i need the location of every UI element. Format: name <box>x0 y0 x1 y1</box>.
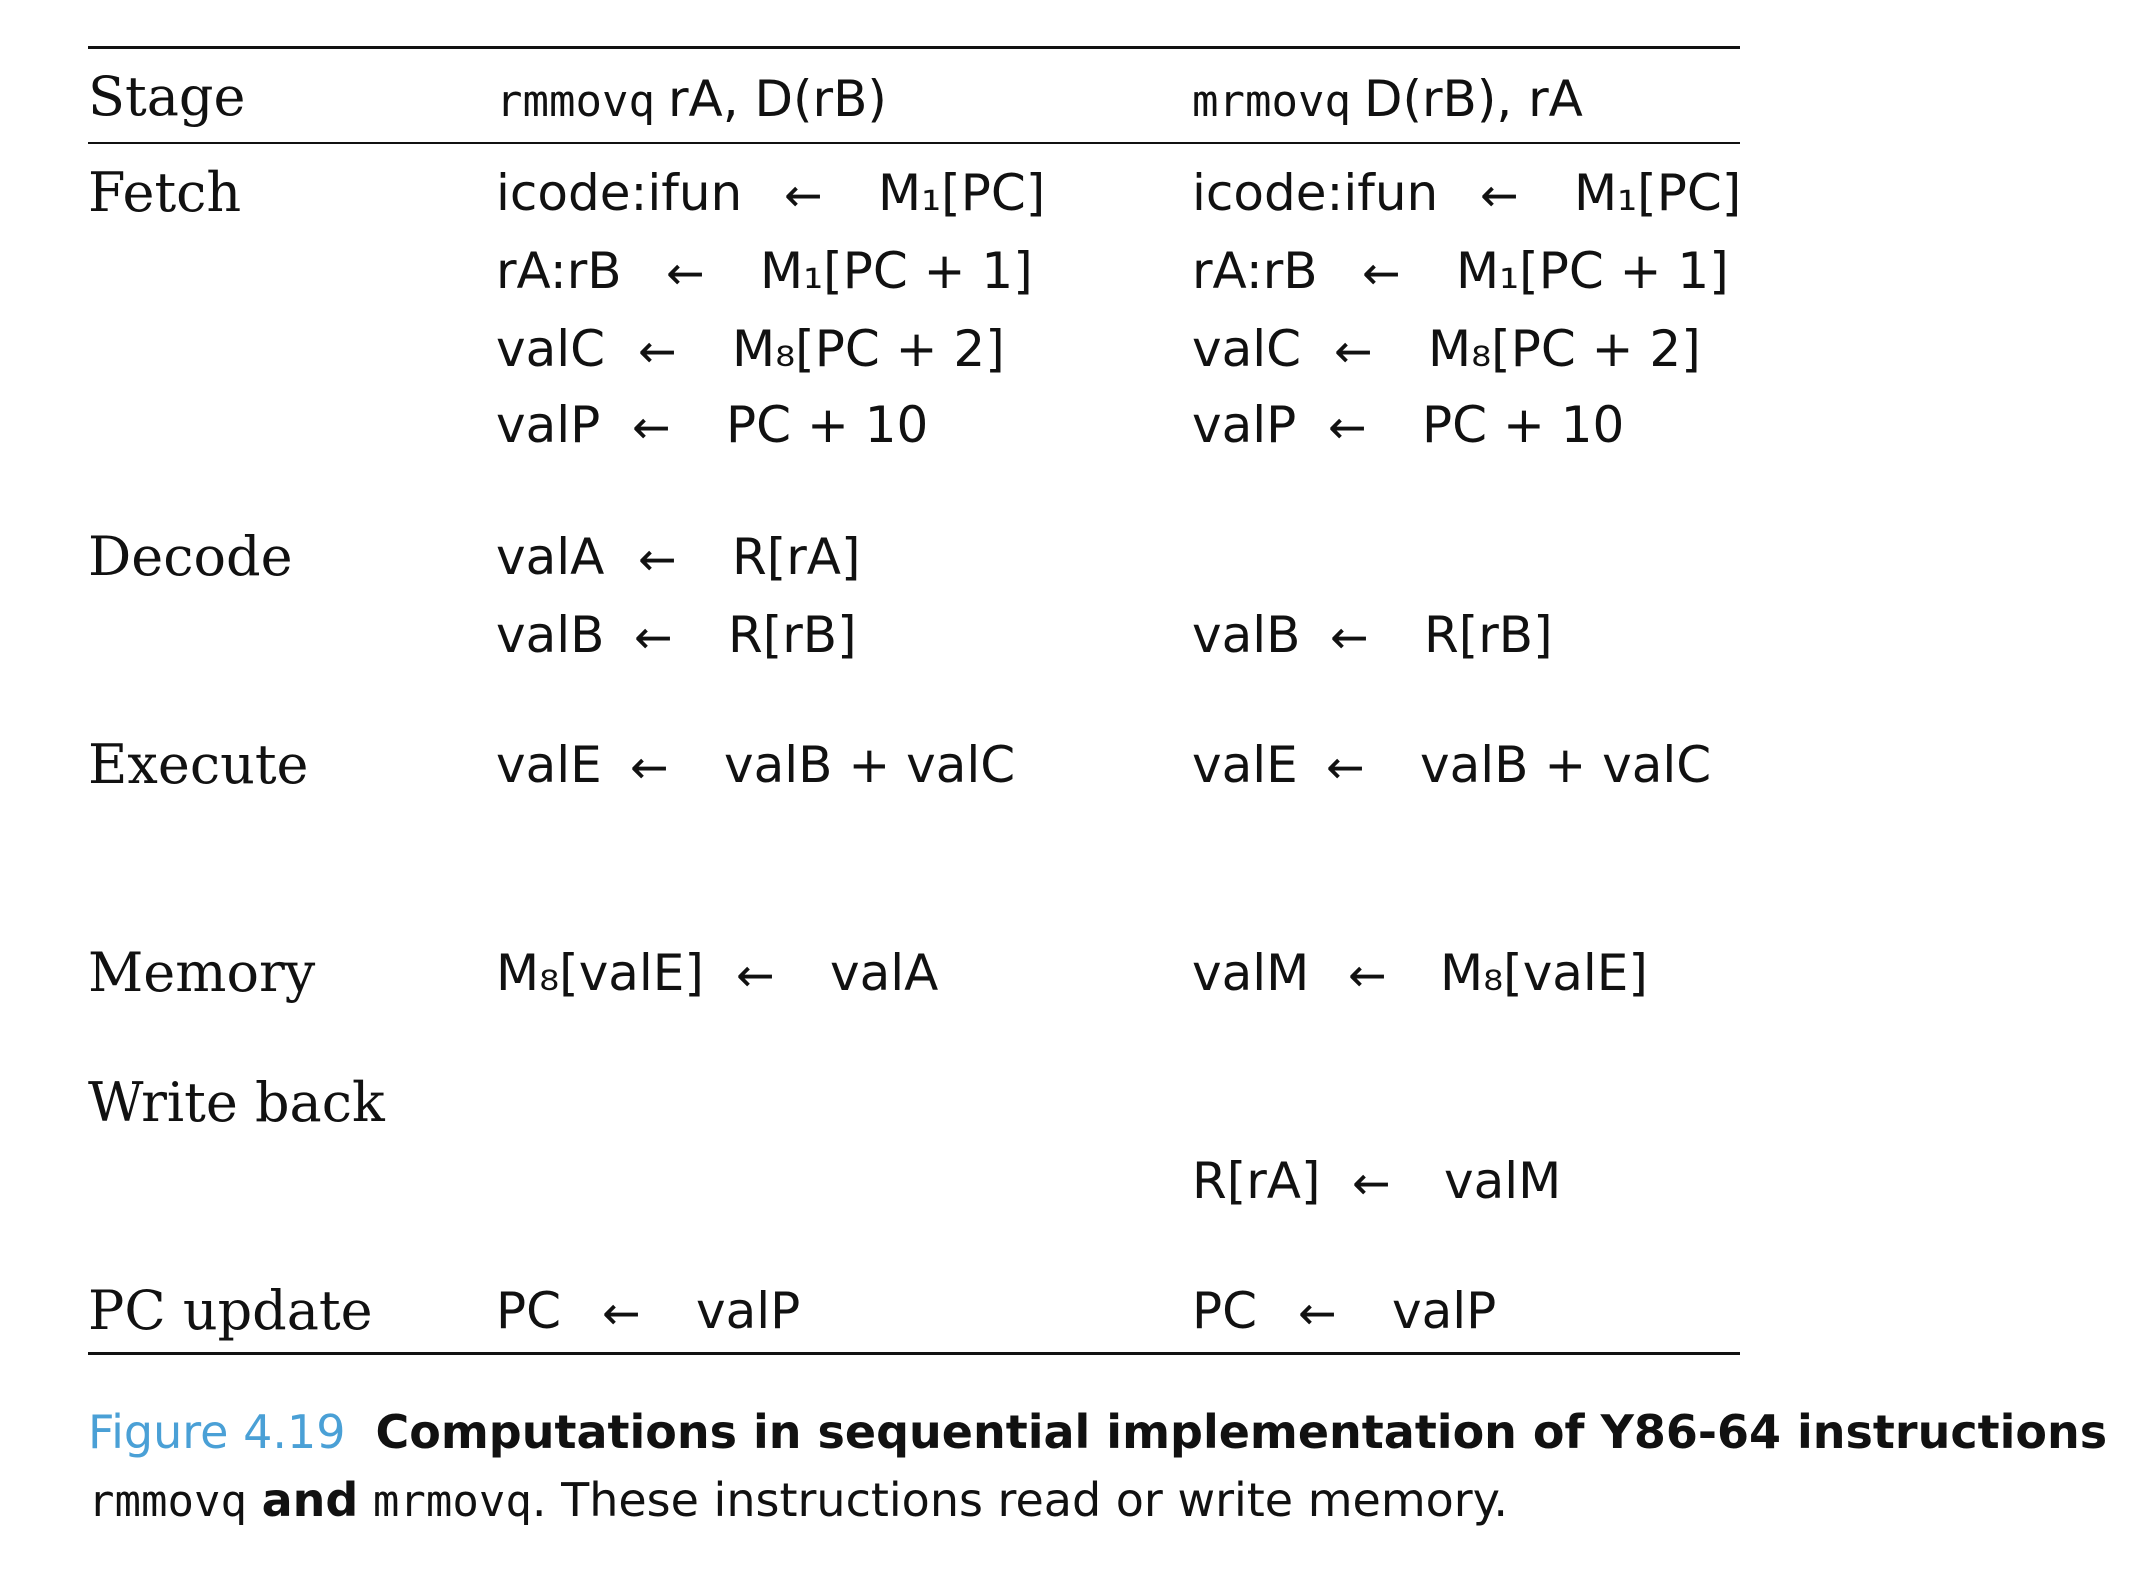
rmmovq-fetch-1-rhs: M₁[PC] <box>878 164 1046 222</box>
table-header-rule <box>88 142 1740 144</box>
rmmovq-execute-1-lhs: valE <box>496 736 602 794</box>
mrmovq-writeback-1-lhs: R[rA] <box>1192 1152 1321 1210</box>
mrmovq-pcupdate-1-lhs: PC <box>1192 1282 1258 1340</box>
rmmovq-decode-1-arrow: ← <box>638 532 677 586</box>
rmmovq-fetch-4-lhs: valP <box>496 396 601 454</box>
rmmovq-fetch-2-lhs: rA:rB <box>496 242 622 300</box>
mrmovq-execute-1-arrow: ← <box>1326 740 1365 794</box>
rmmovq-pcupdate-1-rhs: valP <box>696 1282 801 1340</box>
rmmovq-pcupdate-1-lhs: PC <box>496 1282 562 1340</box>
stage-execute: Execute <box>88 733 309 796</box>
mrmovq-fetch-1-rhs: M₁[PC] <box>1574 164 1742 222</box>
rmmovq-pcupdate-1-arrow: ← <box>602 1286 641 1340</box>
rmmovq-execute-1-rhs: valB + valC <box>724 736 1016 794</box>
mrmovq-fetch-4-rhs: PC + 10 <box>1422 396 1625 454</box>
header-stage: Stage <box>88 65 246 128</box>
rmmovq-fetch-1-arrow: ← <box>784 168 823 222</box>
mrmovq-decode-2-arrow: ← <box>1330 610 1369 664</box>
mrmovq-execute-1-lhs: valE <box>1192 736 1298 794</box>
header-mrmovq: mrmovq D(rB), rA <box>1192 74 1583 126</box>
mrmovq-fetch-4-arrow: ← <box>1328 400 1367 454</box>
mrmovq-writeback-1-rhs: valM <box>1444 1152 1562 1210</box>
rmmovq-memory-1-rhs: valA <box>830 944 939 1002</box>
rmmovq-fetch-2-rhs: M₁[PC + 1] <box>760 242 1033 300</box>
header-rmmovq-operands: rA, D(rB) <box>667 70 887 128</box>
header-rmmovq-mnemonic: rmmovq <box>496 76 655 127</box>
mrmovq-fetch-3-lhs: valC <box>1192 320 1302 378</box>
mrmovq-memory-1-rhs: M₈[valE] <box>1440 944 1648 1002</box>
stage-fetch: Fetch <box>88 161 242 224</box>
caption-mnemonic-mrmovq: mrmovq <box>372 1476 532 1527</box>
caption-and: and <box>261 1473 359 1527</box>
table-top-rule <box>88 46 1740 49</box>
rmmovq-decode-2-rhs: R[rB] <box>728 606 857 664</box>
rmmovq-memory-1-lhs: M₈[valE] <box>496 944 704 1002</box>
rmmovq-decode-1-lhs: valA <box>496 528 605 586</box>
mrmovq-pcupdate-1-arrow: ← <box>1298 1286 1337 1340</box>
stage-decode: Decode <box>88 525 293 588</box>
caption-description: . These instructions read or write memor… <box>531 1473 1508 1527</box>
rmmovq-fetch-3-arrow: ← <box>638 324 677 378</box>
mrmovq-execute-1-rhs: valB + valC <box>1420 736 1712 794</box>
table-bottom-rule <box>88 1352 1740 1355</box>
stage-write-back: Write back <box>88 1071 385 1134</box>
rmmovq-fetch-3-lhs: valC <box>496 320 606 378</box>
header-mrmovq-operands: D(rB), rA <box>1363 70 1583 128</box>
mrmovq-pcupdate-1-rhs: valP <box>1392 1282 1497 1340</box>
rmmovq-memory-1-arrow: ← <box>736 948 775 1002</box>
rmmovq-fetch-4-rhs: PC + 10 <box>726 396 929 454</box>
header-rmmovq: rmmovq rA, D(rB) <box>496 74 887 126</box>
rmmovq-decode-2-lhs: valB <box>496 606 605 664</box>
mrmovq-fetch-3-rhs: M₈[PC + 2] <box>1428 320 1701 378</box>
mrmovq-memory-1-arrow: ← <box>1348 948 1387 1002</box>
rmmovq-fetch-4-arrow: ← <box>632 400 671 454</box>
rmmovq-fetch-1-lhs: icode:ifun <box>496 164 743 222</box>
mrmovq-fetch-2-lhs: rA:rB <box>1192 242 1318 300</box>
mrmovq-fetch-3-arrow: ← <box>1334 324 1373 378</box>
stage-pc-update: PC update <box>88 1279 373 1342</box>
stage-memory: Memory <box>88 941 316 1004</box>
mrmovq-memory-1-lhs: valM <box>1192 944 1310 1002</box>
mrmovq-writeback-1-arrow: ← <box>1352 1156 1391 1210</box>
rmmovq-execute-1-arrow: ← <box>630 740 669 794</box>
figure-number: Figure 4.19 <box>88 1405 346 1459</box>
mrmovq-fetch-1-arrow: ← <box>1480 168 1519 222</box>
mrmovq-fetch-2-rhs: M₁[PC + 1] <box>1456 242 1729 300</box>
mrmovq-decode-2-rhs: R[rB] <box>1424 606 1553 664</box>
figure-title: Computations in sequential implementatio… <box>375 1405 2108 1459</box>
mrmovq-fetch-2-arrow: ← <box>1362 246 1401 300</box>
header-mrmovq-mnemonic: mrmovq <box>1192 76 1351 127</box>
rmmovq-fetch-2-arrow: ← <box>666 246 705 300</box>
mrmovq-fetch-4-lhs: valP <box>1192 396 1297 454</box>
figure-caption: Figure 4.19 Computations in sequential im… <box>88 1398 2138 1536</box>
mrmovq-decode-2-lhs: valB <box>1192 606 1301 664</box>
caption-mnemonic-rmmovq: rmmovq <box>88 1476 247 1527</box>
mrmovq-fetch-1-lhs: icode:ifun <box>1192 164 1439 222</box>
rmmovq-decode-1-rhs: R[rA] <box>732 528 861 586</box>
rmmovq-fetch-3-rhs: M₈[PC + 2] <box>732 320 1005 378</box>
rmmovq-decode-2-arrow: ← <box>634 610 673 664</box>
